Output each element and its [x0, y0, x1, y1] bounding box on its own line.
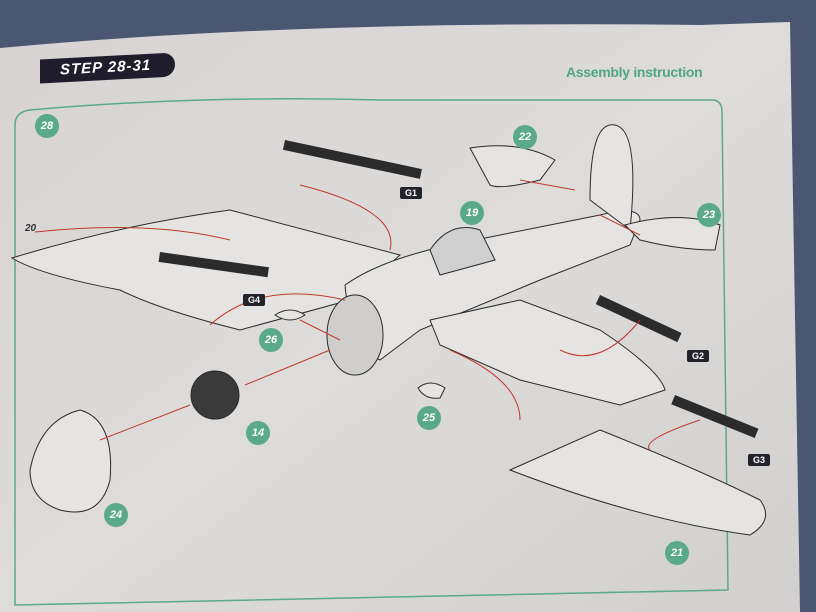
part-callout-21: 21: [665, 541, 689, 565]
right-wing: [429, 299, 666, 406]
part-callout-19: 19: [460, 201, 484, 225]
horizontal-stabilizer-right: [624, 217, 721, 251]
engine-cowling-front: [326, 294, 384, 376]
tail-fin: [589, 124, 634, 231]
part-callout-14: 14: [246, 421, 270, 445]
photo-etch-frets: [158, 140, 759, 438]
cowling-part: [29, 409, 112, 513]
part-26: [274, 309, 306, 321]
assembly-frame: [14, 98, 729, 606]
tag-g4: G4: [243, 294, 266, 306]
aircraft-drawing: [10, 124, 767, 536]
tag-g1: G1: [400, 187, 423, 199]
part-callout-26: 26: [259, 328, 283, 352]
left-wing: [10, 209, 402, 331]
canopy: [429, 227, 496, 276]
tag-g2: G2: [687, 350, 710, 362]
step-number-callout: 28: [35, 114, 59, 138]
engine: [190, 370, 240, 420]
part-callout-22: 22: [513, 125, 537, 149]
part-label-20: 20: [25, 223, 37, 234]
assembly-arrows: [34, 179, 701, 451]
header-title: Assembly instruction: [566, 64, 703, 80]
horizontal-stabilizer-left: [469, 145, 556, 188]
part-callout-24: 24: [104, 503, 128, 527]
tag-g3: G3: [748, 454, 771, 466]
part-callout-25: 25: [417, 406, 441, 430]
part-25: [417, 382, 446, 399]
lower-wing-panel: [508, 429, 767, 536]
part-callout-23: 23: [697, 203, 721, 227]
